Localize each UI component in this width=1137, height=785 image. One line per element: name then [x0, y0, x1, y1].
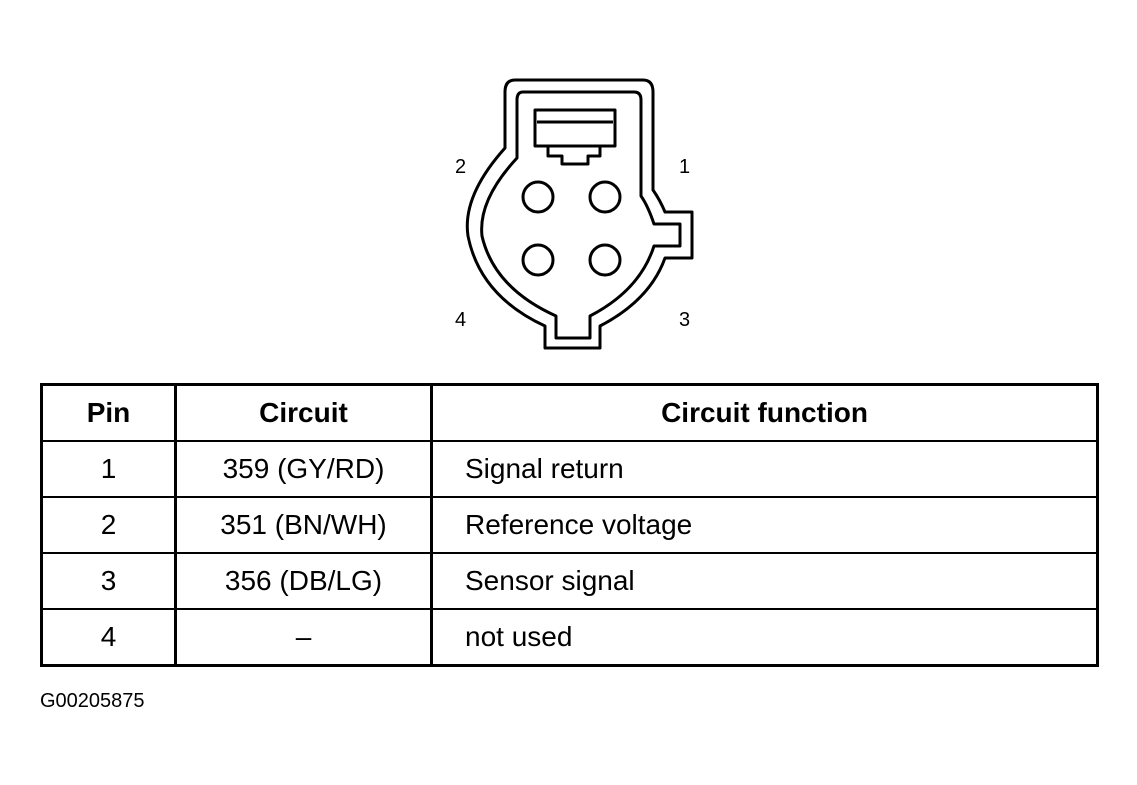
cell-pin: 4: [40, 608, 177, 667]
cell-circuit: 356 (DB/LG): [174, 552, 433, 610]
pinout-table: Pin Circuit Circuit function 1 359 (GY/R…: [40, 383, 1099, 667]
pin-label-2: 2: [455, 156, 467, 178]
header-circuit: Circuit: [174, 383, 433, 442]
table-header-row: Pin Circuit Circuit function: [40, 383, 1099, 442]
pin-hole-4: [521, 243, 555, 277]
connector-diagram: [465, 78, 694, 350]
cell-function: Reference voltage: [430, 496, 1099, 554]
pin-hole-2: [521, 180, 555, 214]
pin-hole-1: [588, 180, 622, 214]
table-row: 2 351 (BN/WH) Reference voltage: [40, 496, 1099, 554]
pin-label-4: 4: [455, 309, 467, 331]
cell-circuit: 359 (GY/RD): [174, 440, 433, 498]
connector-housing-inner: [480, 90, 682, 340]
header-pin: Pin: [40, 383, 177, 442]
cell-function: not used: [430, 608, 1099, 667]
figure-id: G00205875: [40, 690, 145, 712]
cell-circuit: 351 (BN/WH): [174, 496, 433, 554]
cell-function: Sensor signal: [430, 552, 1099, 610]
pin-label-1: 1: [679, 156, 691, 178]
locking-tab: [533, 108, 617, 148]
table-row: 1 359 (GY/RD) Signal return: [40, 440, 1099, 498]
latch-detail: [546, 146, 602, 166]
pin-label-3: 3: [679, 309, 691, 331]
cell-pin: 1: [40, 440, 177, 498]
table-row: 4 – not used: [40, 608, 1099, 667]
header-circuit-function: Circuit function: [430, 383, 1099, 442]
cell-pin: 2: [40, 496, 177, 554]
pin-hole-3: [588, 243, 622, 277]
cell-pin: 3: [40, 552, 177, 610]
connector-housing-outer: [465, 78, 694, 350]
table-row: 3 356 (DB/LG) Sensor signal: [40, 552, 1099, 610]
cell-function: Signal return: [430, 440, 1099, 498]
cell-circuit: –: [174, 608, 433, 667]
